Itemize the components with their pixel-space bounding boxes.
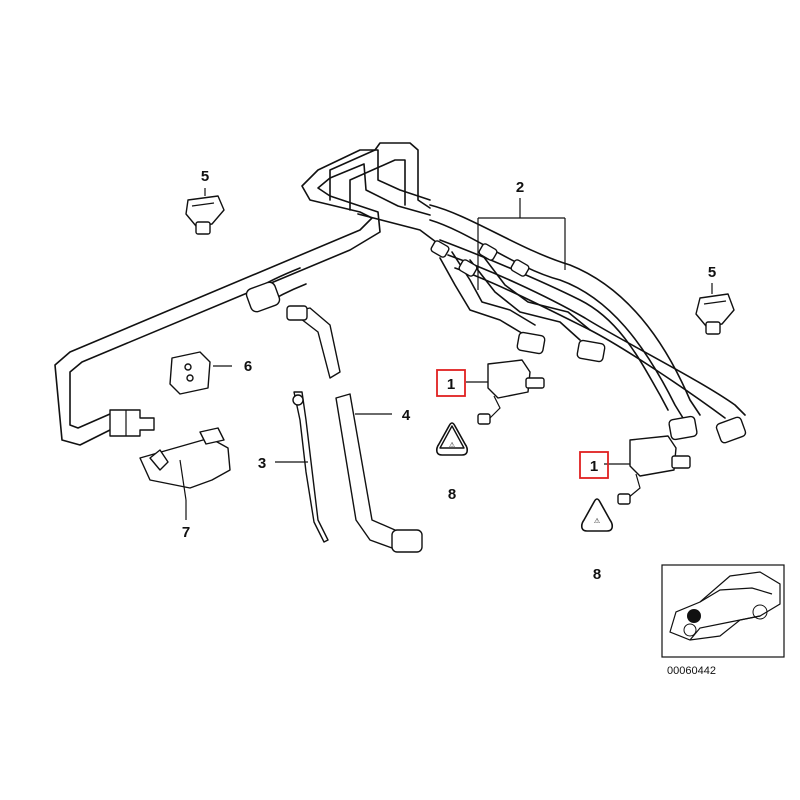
callout-1-upper: 1 <box>447 376 455 393</box>
washer-hoses-part-2 <box>429 204 747 444</box>
diagram-part-number: 00060442 <box>667 665 716 677</box>
svg-text:⚠: ⚠ <box>449 441 455 449</box>
hose-part-4 <box>286 305 423 553</box>
nozzle-part-1-lower <box>604 435 691 505</box>
callout-5-left: 5 <box>201 168 209 185</box>
svg-text:⚠: ⚠ <box>594 517 600 525</box>
warning-label-part-8-right: ⚠ <box>580 498 614 532</box>
callout-6: 6 <box>244 358 252 375</box>
callout-8-left: 8 <box>448 486 456 503</box>
callout-1-lower-box <box>579 451 609 479</box>
probe-part-3 <box>275 391 329 543</box>
callout-8-right: 8 <box>593 566 601 583</box>
hose-elbow <box>245 267 307 313</box>
vehicle-location-inset <box>661 564 785 658</box>
callout-3: 3 <box>258 455 266 472</box>
callout-5-right: 5 <box>708 264 716 281</box>
callout-bracket-2 <box>477 198 566 290</box>
warning-label-part-8-left: ⚠ <box>435 422 469 456</box>
callout-1-upper-box <box>436 369 466 397</box>
clip-part-5-left <box>185 188 225 235</box>
callout-7: 7 <box>182 524 190 541</box>
clip-part-5-right <box>695 283 735 335</box>
location-marker <box>687 609 701 623</box>
callout-4: 4 <box>402 407 411 424</box>
callout-2: 2 <box>516 179 524 196</box>
bracket-part-7 <box>139 427 231 520</box>
grommet-part-6 <box>169 351 232 395</box>
main-hose-assembly <box>54 142 441 446</box>
callout-1-lower: 1 <box>590 458 598 475</box>
nozzle-part-1-upper <box>466 359 545 425</box>
